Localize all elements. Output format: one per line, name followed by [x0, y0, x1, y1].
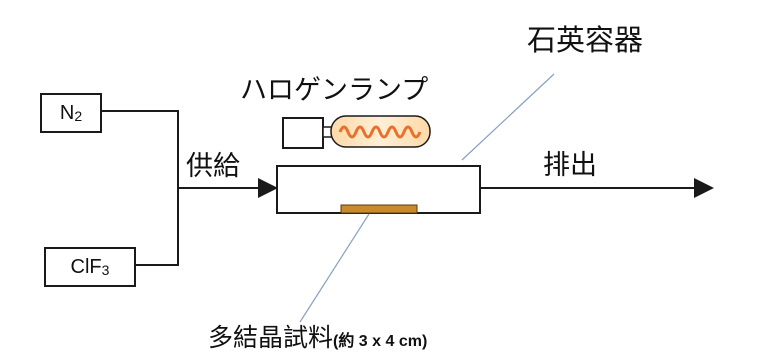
halogen-lamp-label: ハロゲンランプ	[240, 75, 429, 106]
sample-label: 多結晶試料(約 3 x 4 cm)	[208, 325, 427, 350]
clf3-gas-name: ClF	[70, 255, 102, 278]
clf3-gas-subscript: 3	[101, 262, 110, 278]
sample-leader-line	[299, 213, 370, 323]
halogen-lamp-icon	[282, 115, 431, 149]
sample-name: 多結晶試料	[208, 323, 334, 352]
quartz-vessel-label: 石英容器	[527, 23, 644, 57]
polycrystalline-sample	[340, 204, 418, 214]
sample-size-note: (約 3 x 4 cm)	[333, 333, 428, 350]
supply-label: 供給	[186, 151, 240, 182]
gas-manifold-line	[100, 110, 179, 266]
vessel-leader-line	[461, 73, 555, 161]
exhaust-label: 排出	[543, 150, 597, 181]
n2-gas-subscript: 2	[74, 108, 83, 124]
n2-gas-name: N	[59, 101, 75, 124]
